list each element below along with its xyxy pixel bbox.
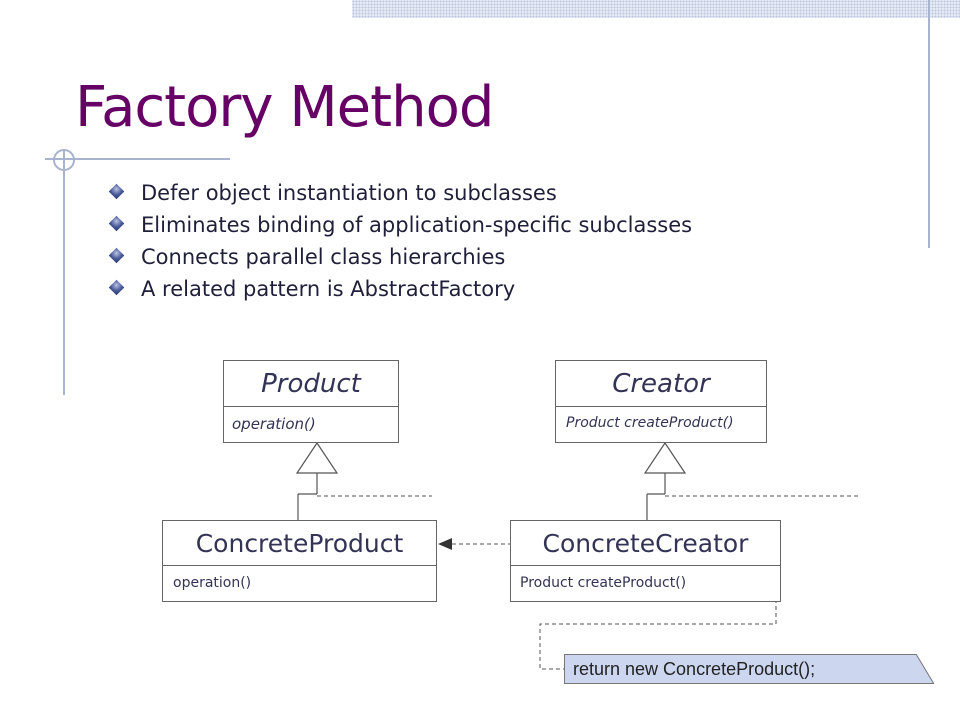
product-operation: operation() [232,415,316,433]
bullet-item: Eliminates binding of application-specif… [108,209,692,241]
top-pattern-band [352,0,960,18]
note-folded-corner [916,654,934,684]
bullet-list: Defer object instantiation to subclasses… [108,177,692,305]
bullet-text: Defer object instantiation to subclasses [141,181,557,205]
concrete-product-operation: operation() [173,575,252,591]
bullet-item: Connects parallel class hierarchies [108,241,692,273]
concrete-product-class-box: ConcreteProduct operation() [162,520,437,602]
concrete-creator-operation: Product createProduct() [520,575,687,591]
bullet-text: Connects parallel class hierarchies [141,245,506,269]
inheritance-arrow-creator [643,441,687,474]
right-vertical-rule [928,0,930,248]
creator-class-name: Creator [556,361,766,407]
slide-title: Factory Method [75,75,494,140]
product-class-box: Product operation() [223,360,399,443]
product-class-name: Product [224,361,398,407]
bullet-text: A related pattern is AbstractFactory [141,277,516,301]
note-dashed-connector [539,581,777,670]
code-note: return new ConcreteProduct(); [564,654,934,684]
dependency-arrowhead [438,538,452,550]
title-underline-rule [45,158,230,160]
inheritance-arrow-product [295,441,339,474]
concrete-creator-class-name: ConcreteCreator [511,521,780,566]
creator-class-box: Creator Product createProduct() [555,360,767,443]
concrete-creator-class-box: ConcreteCreator Product createProduct() [510,520,781,602]
bullet-text: Eliminates binding of application-specif… [141,213,693,237]
concrete-product-class-name: ConcreteProduct [163,521,436,566]
bullet-item: Defer object instantiation to subclasses [108,177,692,209]
bullet-item: A related pattern is AbstractFactory [108,273,692,305]
left-vertical-rule [63,150,65,395]
corner-circle-ornament [53,149,75,171]
creator-operation: Product createProduct() [566,415,734,431]
